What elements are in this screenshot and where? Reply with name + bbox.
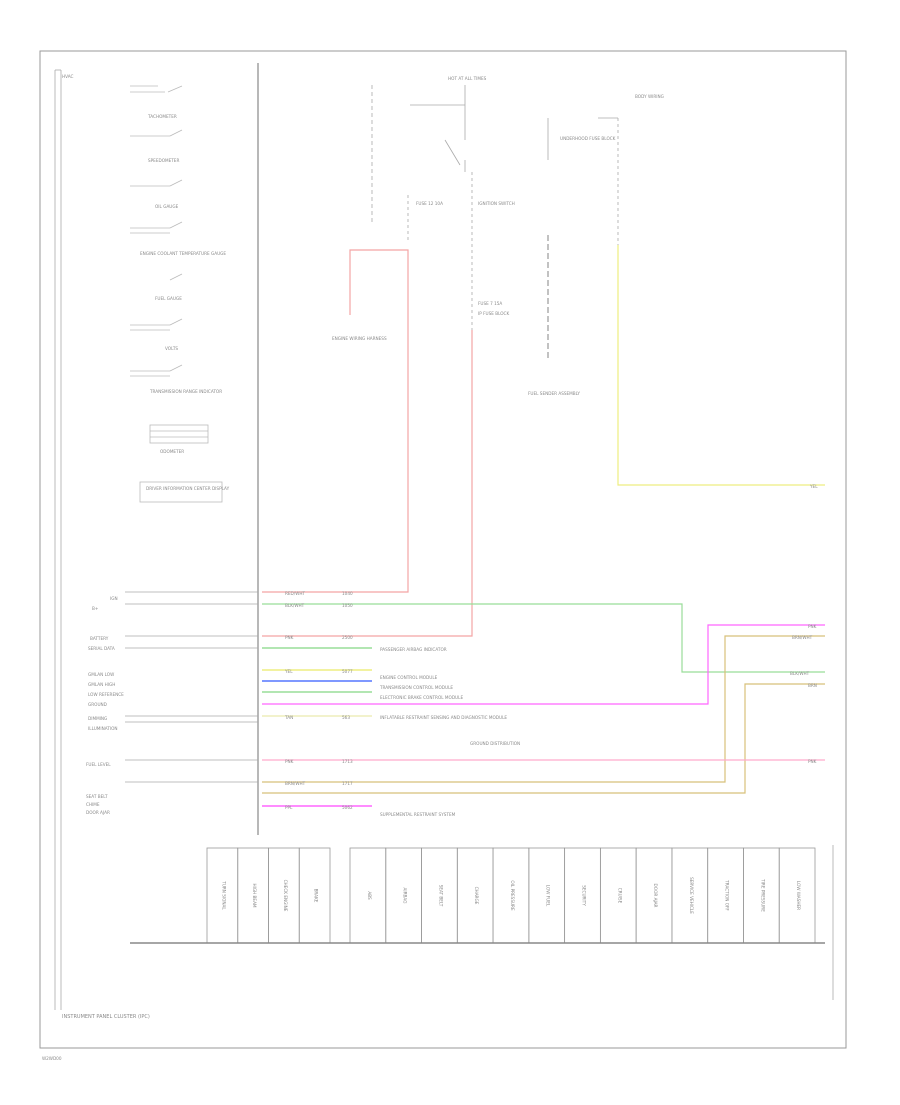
indicator-label: ABS bbox=[367, 891, 372, 900]
dest-4: TRANSMISSION CONTROL MODULE bbox=[379, 685, 453, 690]
dest-1: PASSENGER AIRBAG INDICATOR bbox=[380, 647, 447, 652]
label-ignition: IGNITION SWITCH bbox=[478, 201, 515, 206]
pin-label-serial: SERIAL DATA bbox=[88, 646, 115, 651]
pin-label-chime: CHIME bbox=[86, 802, 100, 807]
circuit-id-14: 5062 bbox=[342, 805, 353, 810]
indicator-label: TRACTION OFF bbox=[725, 879, 730, 911]
wire-red-vertical-a bbox=[262, 249, 409, 593]
dest-5: ELECTRONIC BRAKE CONTROL MODULE bbox=[380, 695, 463, 700]
label-info-display: DRIVER INFORMATION CENTER DISPLAY bbox=[146, 486, 230, 491]
circuit-id-2: 1050 bbox=[342, 603, 353, 608]
wire-code-1: RED/WHT bbox=[285, 591, 305, 596]
label-oil-gauge: OIL GAUGE bbox=[155, 204, 179, 209]
edge-ref-1: YEL bbox=[809, 484, 818, 489]
pin-label-ign: IGN bbox=[110, 596, 118, 601]
label-fuse-12: FUSE 12 10A bbox=[416, 201, 443, 206]
wire-red-vertical-b bbox=[262, 330, 473, 637]
indicator-label: LOW FUEL bbox=[546, 885, 551, 907]
indicator-label: CHARGE bbox=[474, 887, 479, 905]
wire-code-14: PPL bbox=[285, 805, 293, 810]
wire-code-12: BRN/WHT bbox=[285, 781, 306, 786]
edge-ref-4: BLK/WHT bbox=[790, 671, 810, 676]
pin-label-batt: BATTERY bbox=[90, 636, 109, 641]
pin-label-illum: ILLUMINATION bbox=[88, 726, 118, 731]
circuit-id-1: 1040 bbox=[342, 591, 353, 596]
indicator-label: HIGH BEAM bbox=[252, 883, 257, 907]
label-trans: TRANSMISSION RANGE INDICATOR bbox=[149, 389, 222, 394]
circuit-id-12: 1717 bbox=[342, 781, 353, 786]
module-title: INSTRUMENT PANEL CLUSTER (IPC) bbox=[62, 1014, 150, 1020]
indicator-label: DOOR AJAR bbox=[653, 884, 658, 908]
pin-rows bbox=[262, 647, 372, 807]
left-gauges bbox=[130, 85, 223, 503]
pin-label-dimming: DIMMING bbox=[88, 716, 107, 721]
label-fuse-7: FUSE 7 15A bbox=[478, 301, 502, 306]
label-hot-all: HOT AT ALL TIMES bbox=[448, 76, 487, 81]
dest-6: INFLATABLE RESTRAINT SENSING AND DIAGNOS… bbox=[380, 715, 507, 720]
label-fuel-gauge: FUEL GAUGE bbox=[155, 296, 182, 301]
label-speedometer: SPEEDOMETER bbox=[148, 158, 179, 163]
wire-code-3: PNK bbox=[285, 635, 294, 640]
pin-label-gmlan-h: GMLAN HIGH bbox=[88, 682, 115, 687]
pin-label-fuel-low: FUEL LEVEL bbox=[86, 762, 111, 767]
circuit-id-9: 563 bbox=[342, 715, 350, 720]
indicator-label: CHECK ENGINE bbox=[283, 880, 288, 912]
circuit-id-3: 2500 bbox=[342, 635, 353, 640]
wire-tan-run-b bbox=[262, 683, 825, 794]
label-underhood: UNDERHOOD FUSE BLOCK bbox=[560, 136, 616, 141]
indicator-label: TURN SIGNAL bbox=[221, 880, 226, 910]
edge-ref-2: PNK bbox=[808, 624, 817, 629]
wire-yellow-vertical bbox=[617, 245, 825, 486]
top-circuit bbox=[371, 85, 619, 360]
label-ip-fuse: IP FUSE BLOCK bbox=[478, 311, 509, 316]
label-tachometer: TACHOMETER bbox=[147, 114, 177, 119]
dest-8: SUPPLEMENTAL RESTRAINT SYSTEM bbox=[380, 812, 456, 817]
indicator-label: SECURITY bbox=[582, 885, 587, 906]
label-fuel-sender: FUEL SENDER ASSEMBLY bbox=[528, 391, 580, 396]
pin-label-gmlan-l: GMLAN LOW bbox=[88, 672, 114, 677]
indicator-label: TIRE PRESSURE bbox=[760, 878, 765, 912]
label-engine-wiring: ENGINE WIRING HARNESS bbox=[332, 336, 387, 341]
wire-code-11: PNK bbox=[285, 759, 294, 764]
edge-ref-5: BRN bbox=[808, 683, 817, 688]
header-label: HVAC bbox=[62, 74, 74, 79]
indicator-label: BRAKE bbox=[314, 889, 319, 903]
wire-code-5: YEL bbox=[284, 669, 293, 674]
pin-label-low-ref: LOW REFERENCE bbox=[88, 692, 124, 697]
diagram-frame bbox=[39, 50, 847, 1049]
edge-ref-6: PNK bbox=[808, 759, 817, 764]
vertical-wires bbox=[262, 245, 825, 794]
circuit-id-5: 5077 bbox=[342, 669, 353, 674]
label-temp-gauge: ENGINE COOLANT TEMPERATURE GAUGE bbox=[140, 251, 226, 256]
wire-tan-run bbox=[262, 635, 825, 783]
pin-label-bplus: B+ bbox=[92, 606, 99, 611]
edge-ref-3: BRN/WHT bbox=[792, 635, 813, 640]
indicator-label: AIRBAG bbox=[403, 888, 408, 904]
dest-3: ENGINE CONTROL MODULE bbox=[380, 675, 438, 680]
label-body-wiring: BODY WIRING bbox=[635, 94, 664, 99]
wire-code-9: TAN bbox=[284, 715, 293, 720]
indicator-label: SERVICE VEHICLE bbox=[689, 877, 694, 914]
indicator-label: CRUISE bbox=[617, 888, 622, 904]
label-volts: VOLTS bbox=[165, 346, 178, 351]
indicator-lamps: TURN SIGNAL HIGH BEAM CHECK ENGINE BRAKE ABS… bbox=[206, 847, 816, 944]
pin-label-seatbelt: SEAT BELT bbox=[86, 794, 108, 799]
indicator-label: LOW WASHER bbox=[796, 881, 801, 910]
label-odometer: ODOMETER bbox=[160, 449, 184, 454]
footer-code: W2WD00 bbox=[42, 1056, 62, 1061]
pin-label-ground: GROUND bbox=[88, 702, 107, 707]
circuit-id-11: 1713 bbox=[342, 759, 353, 764]
left-pin-lines bbox=[125, 591, 258, 783]
wire-code-2: BLK/WHT bbox=[285, 603, 305, 608]
pin-label-door: DOOR AJAR bbox=[86, 810, 110, 815]
dest-7: GROUND DISTRIBUTION bbox=[470, 741, 520, 746]
wire-magenta-run bbox=[262, 624, 825, 705]
wire-green-run bbox=[262, 603, 825, 673]
indicator-label: SEAT BELT bbox=[438, 885, 443, 907]
indicator-label: OIL PRESSURE bbox=[510, 880, 515, 911]
